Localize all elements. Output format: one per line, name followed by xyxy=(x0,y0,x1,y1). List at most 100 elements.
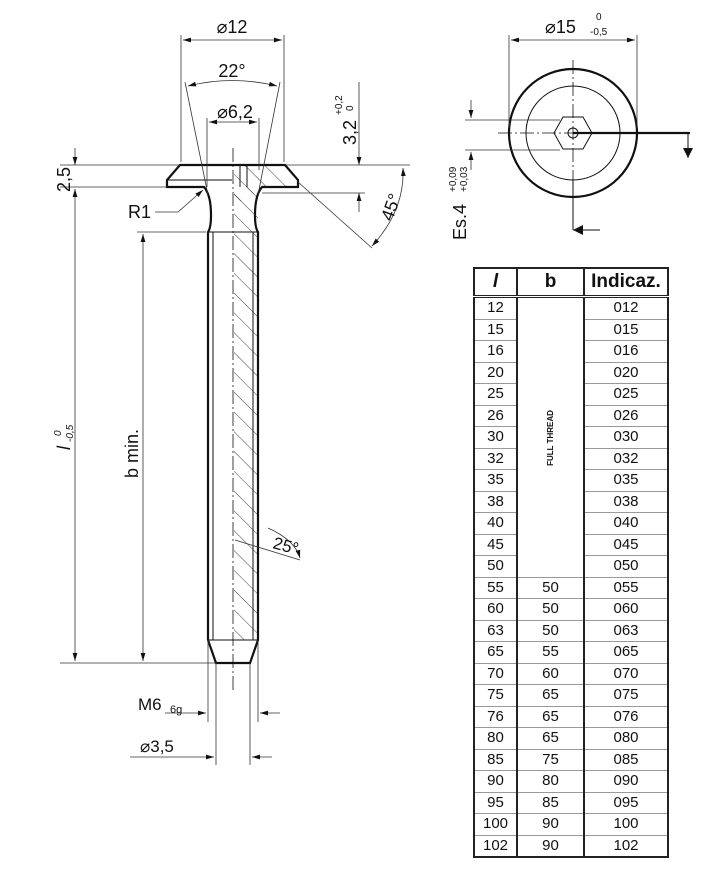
cell-code: 015 xyxy=(583,318,669,341)
cell-l: 102 xyxy=(473,834,518,858)
cell-l: 38 xyxy=(473,490,518,513)
cell-b: 80 xyxy=(516,770,585,793)
screw-side-view xyxy=(165,148,300,690)
dim-head-height-tol-lower: 0 xyxy=(345,105,356,111)
cell-b: 65 xyxy=(516,727,585,750)
screw-top-view: ⌀15 0 -0,5 Es.4 +0,09 +0,03 xyxy=(448,12,693,240)
cell-l: 75 xyxy=(473,684,518,707)
header-code: Indicaz. xyxy=(583,267,669,298)
cell-code: 100 xyxy=(583,813,669,836)
cell-b: 65 xyxy=(516,705,585,728)
cell-l: 50 xyxy=(473,555,518,578)
cell-l: 45 xyxy=(473,533,518,556)
cell-l: 80 xyxy=(473,727,518,750)
dim-head-height-tol-upper: +0,2 xyxy=(334,95,345,115)
cell-l: 40 xyxy=(473,512,518,535)
cell-l: 55 xyxy=(473,576,518,599)
dim-top-view-tol-lower: -0,5 xyxy=(590,27,608,38)
cell-l: 20 xyxy=(473,361,518,384)
cell-code: 090 xyxy=(583,770,669,793)
dim-head-angle: 22° xyxy=(218,61,245,81)
cell-code: 038 xyxy=(583,490,669,513)
header-l: l xyxy=(473,267,518,298)
cell-l: 100 xyxy=(473,813,518,836)
cell-l: 26 xyxy=(473,404,518,427)
cell-l: 25 xyxy=(473,383,518,406)
cell-l: 32 xyxy=(473,447,518,470)
dim-tip-angle: 25° xyxy=(271,534,301,559)
dim-flange-height: 2,5 xyxy=(54,167,74,192)
cell-code: 035 xyxy=(583,469,669,492)
table-row: 38 038 xyxy=(473,490,669,513)
dim-key-tol-upper: +0,09 xyxy=(448,166,459,192)
cell-b: 90 xyxy=(516,834,585,858)
cell-l: 30 xyxy=(473,426,518,449)
cell-code: 070 xyxy=(583,662,669,685)
dim-head-height: 3,2 xyxy=(340,120,360,145)
cell-code: 075 xyxy=(583,684,669,707)
full-thread-label: FULL THREAD xyxy=(545,410,555,467)
cell-b: 50 xyxy=(516,576,585,599)
dim-radius: R1 xyxy=(128,202,151,222)
table-row: 50 050 xyxy=(473,555,669,578)
cell-code: 085 xyxy=(583,748,669,771)
dim-length-tol-upper: 0 xyxy=(53,430,64,436)
table-row: 45 045 xyxy=(473,533,669,556)
cell-l: 85 xyxy=(473,748,518,771)
cell-l: 90 xyxy=(473,770,518,793)
dim-length-tol-lower: -0,5 xyxy=(65,424,76,442)
cell-l: 16 xyxy=(473,340,518,363)
dim-chamfer-angle: 45° xyxy=(377,191,405,223)
cell-b: 50 xyxy=(516,619,585,642)
dim-thread-length: b min. xyxy=(122,429,142,478)
dim-recess-diameter: ⌀6,2 xyxy=(217,102,253,122)
cell-code: 040 xyxy=(583,512,669,535)
cell-code: 095 xyxy=(583,791,669,814)
cell-l: 63 xyxy=(473,619,518,642)
cell-l: 12 xyxy=(473,296,518,320)
cell-b: 55 xyxy=(516,641,585,664)
cell-code: 102 xyxy=(583,834,669,858)
cell-b: 75 xyxy=(516,748,585,771)
dim-thread: M6 xyxy=(138,695,162,714)
cell-code: 016 xyxy=(583,340,669,363)
cell-code: 065 xyxy=(583,641,669,664)
cell-l: 76 xyxy=(473,705,518,728)
table-row: 40 040 xyxy=(473,512,669,535)
cell-b: 65 xyxy=(516,684,585,707)
cell-code: 063 xyxy=(583,619,669,642)
dim-length: l xyxy=(54,445,74,450)
cell-code: 045 xyxy=(583,533,669,556)
cell-b: 85 xyxy=(516,791,585,814)
dim-top-view-diameter: ⌀15 xyxy=(545,17,576,37)
header-b: b xyxy=(516,267,585,298)
cell-b: 90 xyxy=(516,813,585,836)
cell-code: 080 xyxy=(583,727,669,750)
cell-l: 70 xyxy=(473,662,518,685)
cell-code: 050 xyxy=(583,555,669,578)
cell-l: 65 xyxy=(473,641,518,664)
cell-b: 60 xyxy=(516,662,585,685)
dim-top-view-tol-upper: 0 xyxy=(596,12,602,23)
table-header-row: l b Indicaz. xyxy=(473,267,669,298)
cell-code: 030 xyxy=(583,426,669,449)
cell-code: 026 xyxy=(583,404,669,427)
dim-key-size: Es.4 xyxy=(450,204,470,240)
cell-code: 020 xyxy=(583,361,669,384)
